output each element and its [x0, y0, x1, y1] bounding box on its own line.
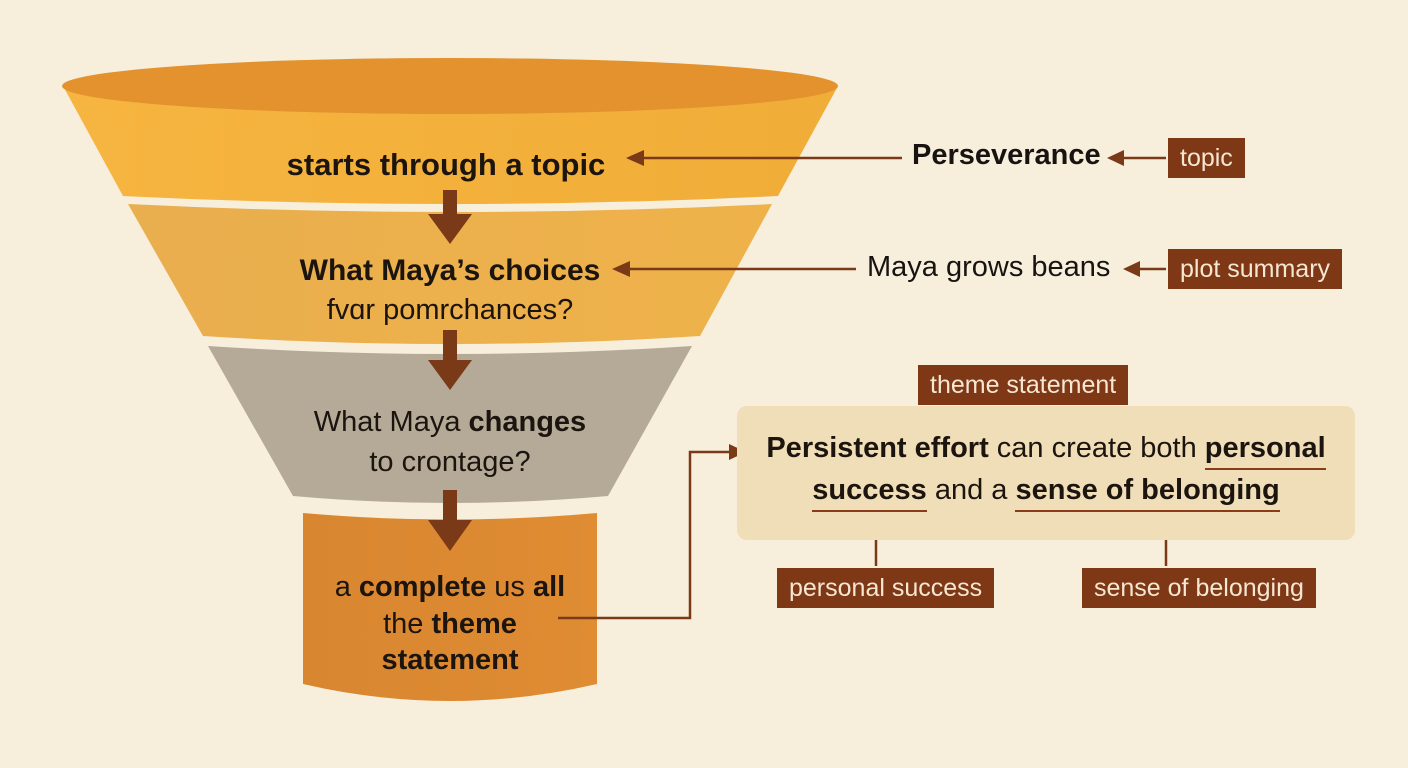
- theme-connector-1: can create both: [988, 432, 1205, 464]
- theme-connector-2: and a: [926, 474, 1016, 506]
- arrow-maya-to-level-2: [612, 261, 856, 277]
- sense-of-belonging-tag: sense of belonging: [1082, 568, 1316, 608]
- funnel-level-2: [128, 204, 772, 344]
- maya-grows-beans-label: Maya grows beans: [867, 251, 1111, 283]
- theme-persistent-effort: Persistent effort: [766, 432, 989, 464]
- personal-success-tag: personal success: [777, 568, 995, 608]
- funnel-level-2-text-1: What Maya’s choices: [300, 254, 601, 287]
- down-arrow-3: [428, 490, 472, 551]
- down-arrow-1: [428, 190, 472, 244]
- theme-statement-tag: theme statement: [918, 365, 1129, 405]
- theme-statement-line-2: success and a sense of belonging: [737, 474, 1355, 512]
- funnel-rim: [62, 58, 838, 114]
- funnel-level-1: [63, 86, 838, 204]
- funnel-level-4-text-2: the theme: [383, 608, 517, 640]
- theme-personal: personal: [1204, 432, 1326, 470]
- theme-sense-of-belonging: sense of belonging: [1015, 474, 1280, 512]
- arrow-plot-to-maya: [1123, 261, 1166, 277]
- funnel-level-4-text-1: a complete us all: [335, 571, 566, 603]
- funnel-level-3: [208, 346, 692, 503]
- arrow-perseverance-to-level-1: [626, 150, 902, 166]
- theme-statement-line-1: Persistent effort can create both person…: [737, 432, 1355, 470]
- plot-summary-tag: plot summary: [1168, 249, 1343, 289]
- funnel-level-4: [303, 513, 597, 701]
- perseverance-label: Perseverance: [912, 139, 1101, 171]
- funnel-level-2-text-2: fvɑr pomrchances?: [327, 294, 574, 326]
- funnel-level-1-text: starts through a topic: [287, 147, 606, 182]
- down-arrow-2: [428, 330, 472, 390]
- funnel-level-3-text-1: What Maya changes: [314, 406, 586, 438]
- topic-tag: topic: [1168, 138, 1245, 178]
- arrow-topic-to-perseverance: [1107, 150, 1166, 166]
- funnel-level-3-text-2: to crontage?: [369, 446, 530, 478]
- theme-statement-box: Persistent effort can create both person…: [737, 406, 1355, 540]
- theme-success: success: [812, 474, 927, 512]
- funnel-level-4-text-3: statement: [382, 644, 519, 676]
